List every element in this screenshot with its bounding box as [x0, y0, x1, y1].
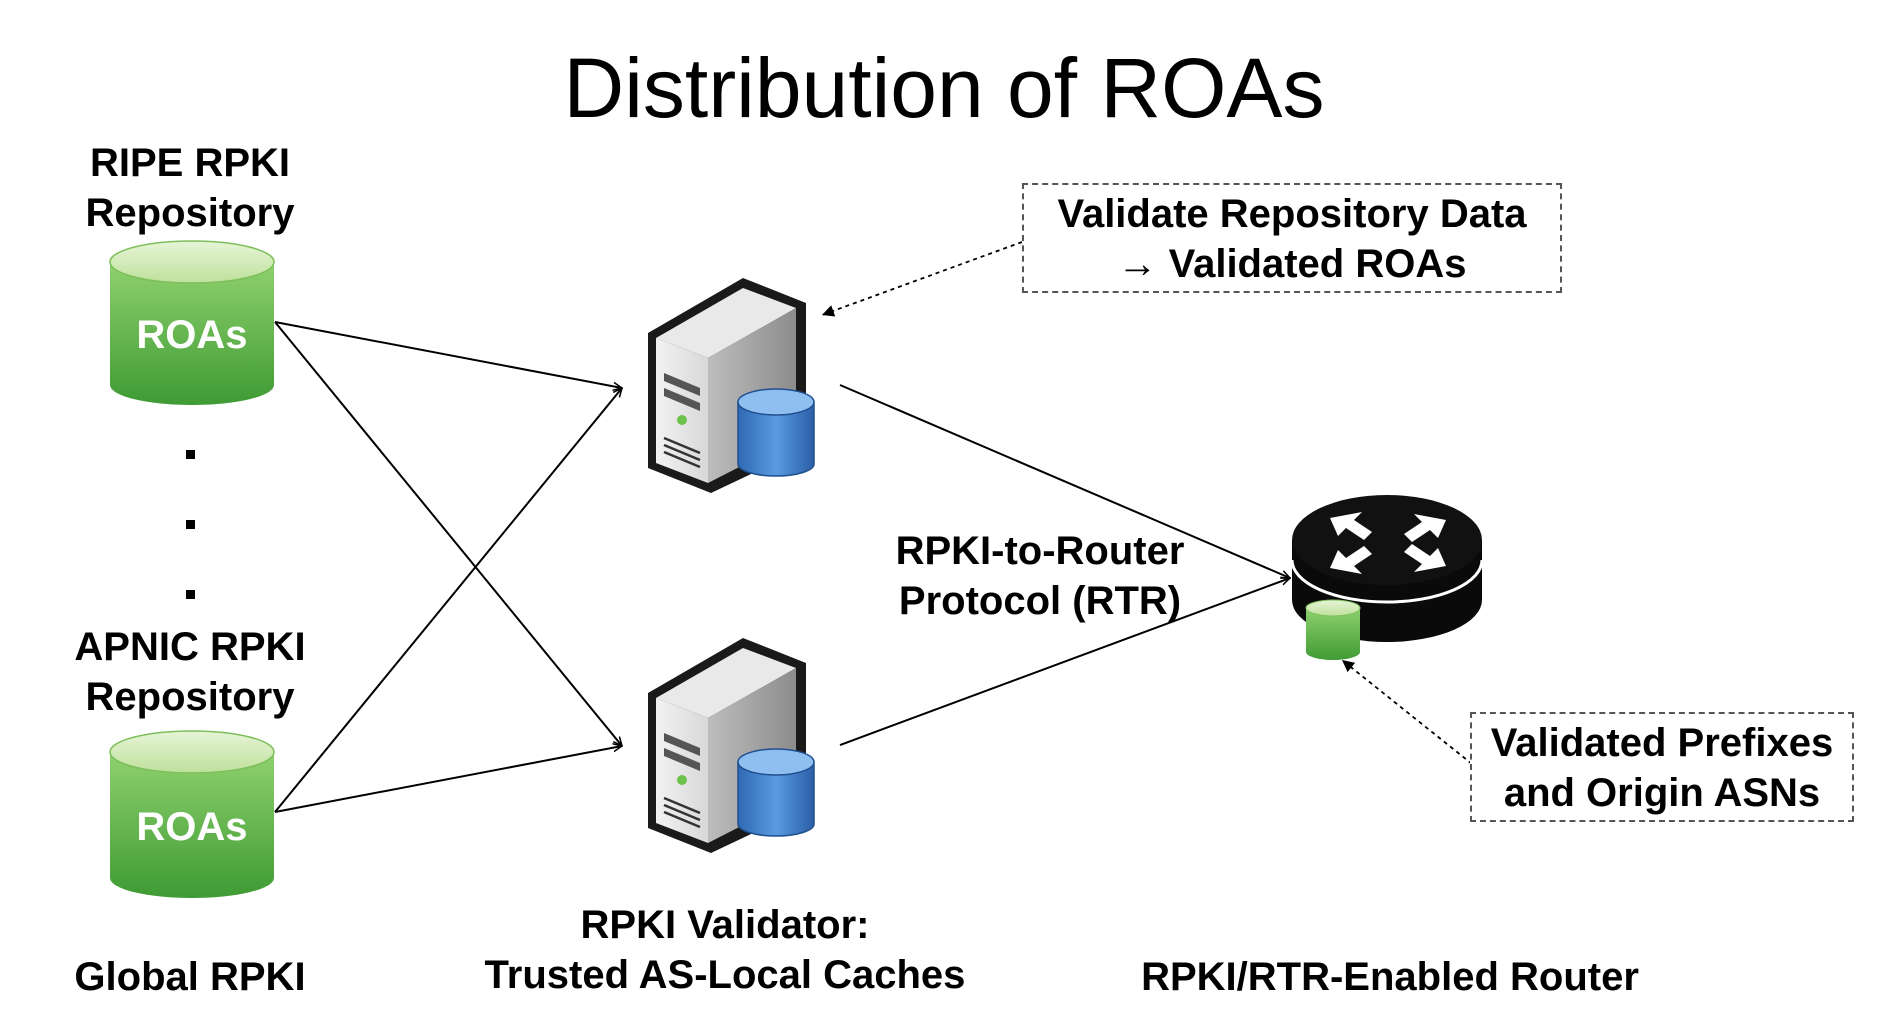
validator-label-line2: Trusted AS-Local Caches	[484, 953, 966, 997]
validator-server-2-icon	[648, 638, 815, 853]
validator2-to-router-line	[839, 578, 1290, 746]
rtr-label-line1: RPKI-to-Router	[895, 529, 1185, 573]
prefixes-callout-line2: and Origin ASNs	[1503, 771, 1821, 815]
page-title: Distribution of ROAs	[563, 41, 1325, 135]
validated-prefixes-callout: Validated Prefixes and Origin ASNs	[1470, 712, 1854, 822]
validator1-to-router-line	[839, 384, 1290, 579]
ripe-cylinder-label: ROAs	[136, 313, 247, 357]
ripe-database-cylinder-icon: ROAs	[109, 240, 275, 405]
apnic-cylinder-label: ROAs	[136, 805, 247, 849]
repo-to-validator-lines	[274, 321, 622, 813]
router-arrows-icon	[1330, 512, 1446, 574]
ellipsis-dot-1	[186, 450, 195, 459]
rtr-label-line2: Protocol (RTR)	[898, 579, 1182, 623]
apnic-label-line1: APNIC RPKI	[74, 625, 306, 669]
ripe-repository-label: RIPE RPKI Repository	[60, 138, 320, 238]
prefixes-callout-pointer	[1341, 659, 1473, 765]
ripe-label-line1: RIPE RPKI	[89, 141, 291, 185]
validate-callout-pointer	[821, 241, 1023, 317]
validate-callout: Validate Repository Data → Validated ROA…	[1022, 183, 1562, 293]
ripe-to-validator1-line	[274, 321, 622, 388]
ellipsis-dot-2	[186, 520, 195, 529]
apnic-repository-label: APNIC RPKI Repository	[55, 622, 325, 722]
validator-label-line1: RPKI Validator:	[580, 903, 870, 947]
router-table-cylinder-icon	[1305, 599, 1361, 660]
prefixes-callout-line1: Validated Prefixes	[1490, 721, 1834, 765]
validate-callout-line2: → Validated ROAs	[1117, 242, 1467, 286]
validator-server-1-icon	[648, 278, 815, 493]
ellipsis-dot-3	[186, 590, 195, 599]
rtr-protocol-label: RPKI-to-Router Protocol (RTR)	[880, 526, 1200, 626]
validate-callout-line1: Validate Repository Data	[1057, 192, 1527, 236]
apnic-database-cylinder-icon: ROAs	[109, 730, 275, 898]
validator-to-router-lines	[839, 384, 1290, 746]
router-label: RPKI/RTR-Enabled Router	[1141, 955, 1639, 999]
rpki-validator-label: RPKI Validator: Trusted AS-Local Caches	[465, 900, 985, 1000]
ripe-to-validator2-line	[274, 321, 622, 746]
ripe-label-line2: Repository	[85, 191, 295, 235]
router-icon	[1290, 495, 1484, 660]
apnic-label-line2: Repository	[85, 675, 295, 719]
apnic-to-validator1-line	[274, 388, 622, 813]
global-rpki-label: Global RPKI	[74, 955, 306, 999]
apnic-to-validator2-line	[274, 746, 622, 813]
